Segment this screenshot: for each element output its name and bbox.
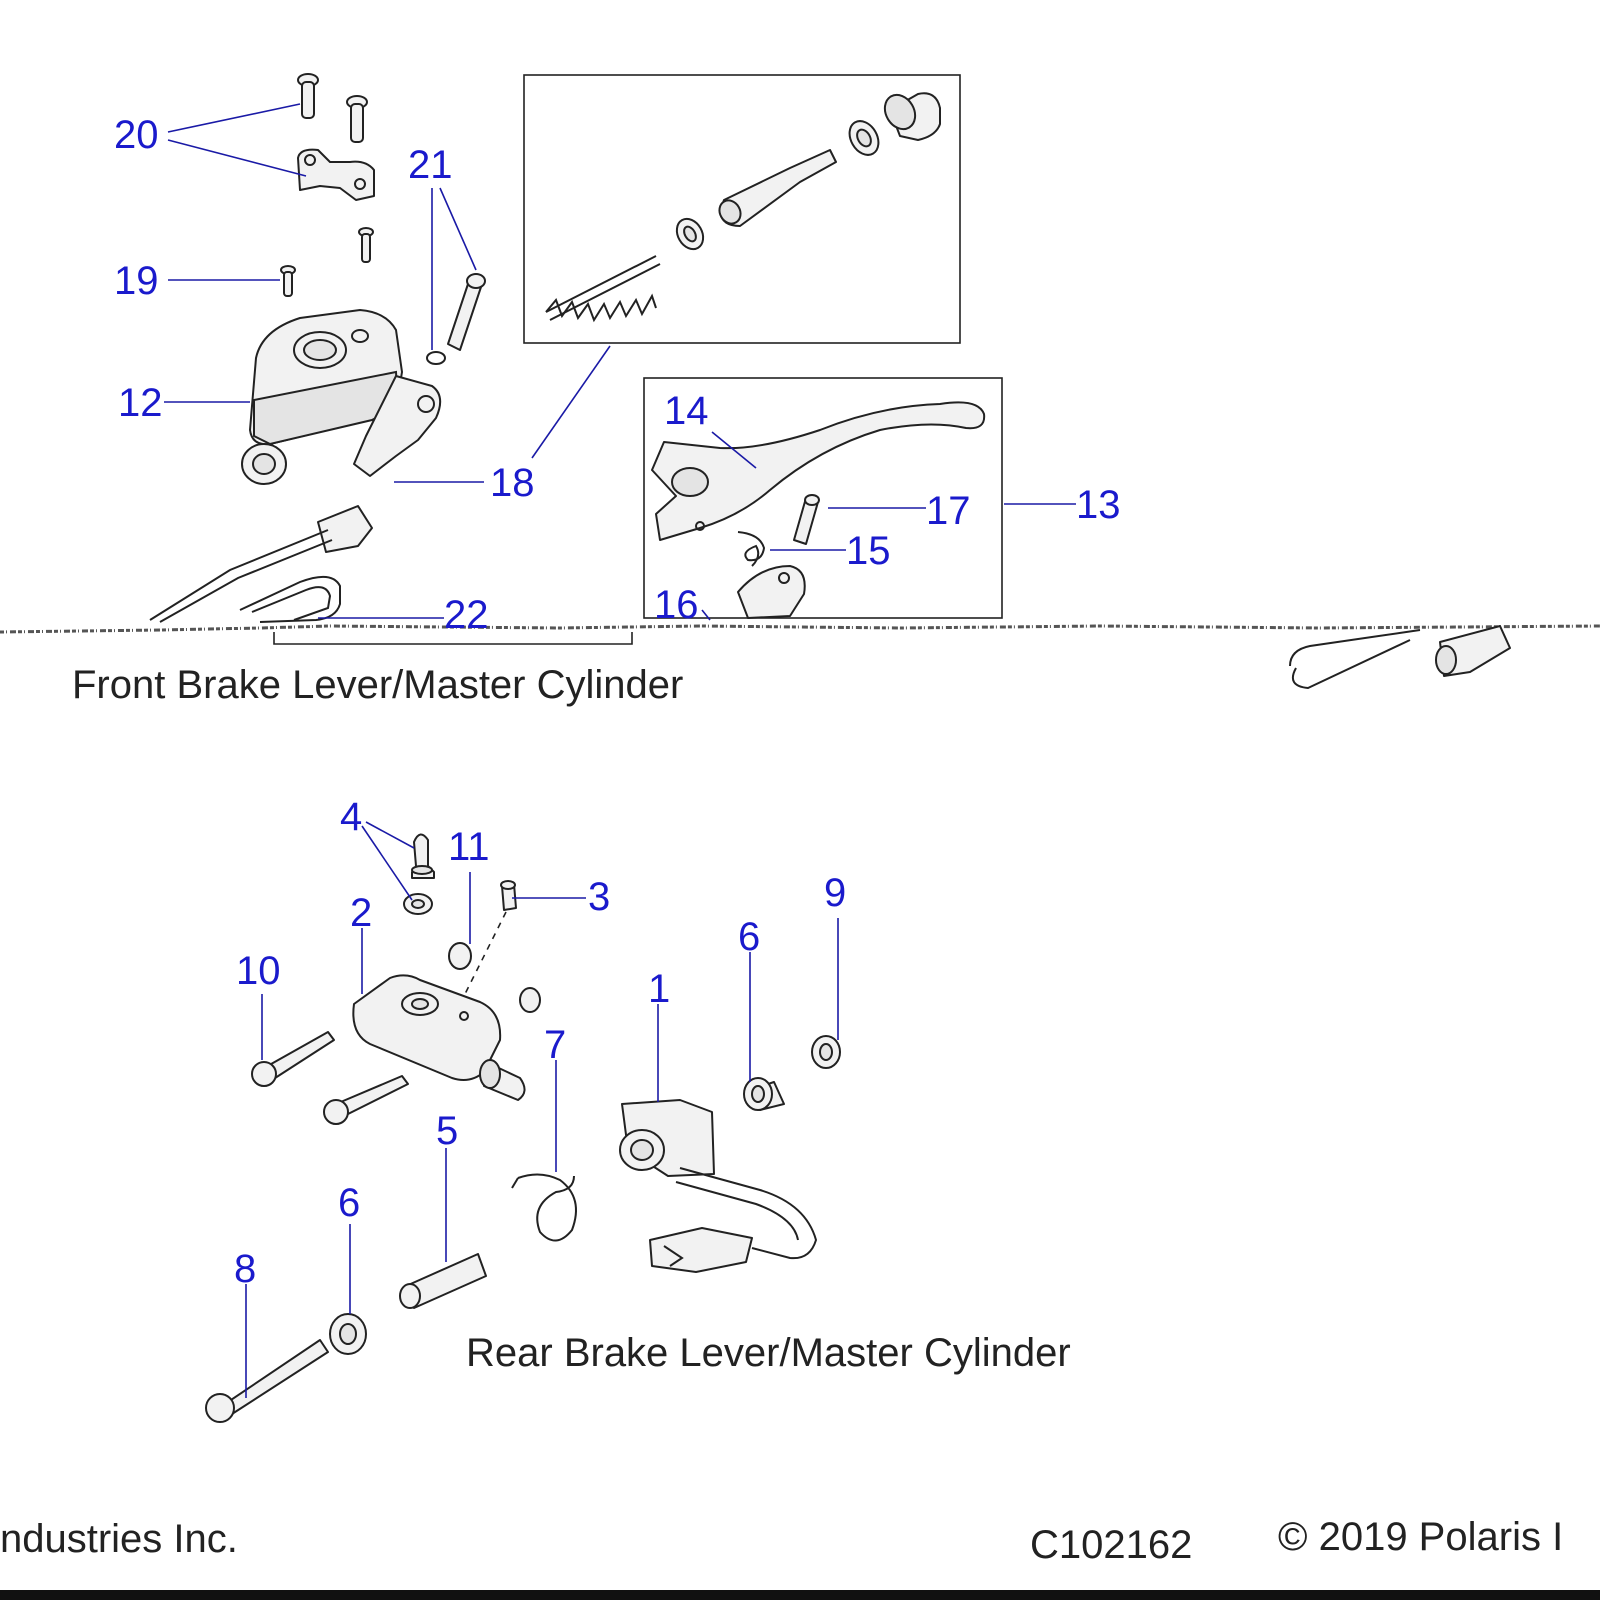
part-18-spring [545, 255, 661, 323]
callout-22: 22 [444, 593, 489, 637]
part-18-piston [718, 149, 837, 227]
callout-17: 17 [926, 489, 971, 533]
callout-5: 5 [436, 1109, 458, 1153]
part-8-bolt [205, 1339, 329, 1423]
callout-4: 4 [340, 795, 362, 839]
bottom-border-bar [0, 1590, 1600, 1600]
callout-2: 2 [350, 891, 372, 935]
drawing-number: C102162 [1030, 1523, 1192, 1567]
callout-15: 15 [846, 529, 891, 573]
part-15-spring [737, 531, 766, 567]
callout-numbers: 20 21 19 12 18 14 17 13 15 16 22 4 11 3 … [114, 113, 1121, 1291]
callout-3: 3 [588, 875, 610, 919]
part-20-screws [297, 73, 368, 143]
callout-20: 20 [114, 113, 159, 157]
part-4-bleeder [403, 833, 435, 915]
footer-company: ndustries Inc. [0, 1517, 238, 1561]
part-9-bushing [811, 1035, 841, 1069]
part-6-bushing-lower [329, 1313, 367, 1355]
part-6-bushing-upper [743, 1077, 785, 1111]
callout-16: 16 [654, 583, 699, 627]
callout-11: 11 [448, 825, 490, 869]
callout-21: 21 [408, 143, 453, 187]
callout-7: 7 [544, 1023, 566, 1067]
part-16-pivot [737, 565, 806, 619]
part-18-seal [675, 217, 705, 251]
part-19-screws [280, 227, 374, 297]
callout-10: 10 [236, 949, 281, 993]
part-12-master-cylinder [241, 309, 442, 485]
kit-18-box [523, 74, 961, 344]
callout-6-lower: 6 [338, 1181, 360, 1225]
callout-8: 8 [234, 1247, 256, 1291]
part-3-fitting [459, 880, 517, 1005]
front-leader-lines [164, 103, 1076, 621]
part-18-boot [848, 92, 941, 156]
part-5-sleeve [399, 1253, 487, 1309]
part-1-brake-pedal [619, 1099, 818, 1273]
bracket-22 [273, 632, 633, 645]
rear-leader-lines [245, 821, 839, 1398]
part-17-pin [793, 494, 820, 545]
part-11-cap [448, 942, 541, 1013]
rear-assembly-caption: Rear Brake Lever/Master Cylinder [466, 1331, 1071, 1375]
callout-6-upper: 6 [738, 915, 760, 959]
part-10-bolts [251, 1031, 409, 1125]
part-2-master-cylinder [352, 974, 526, 1101]
kit-13-box [643, 377, 1003, 619]
callout-19: 19 [114, 259, 159, 303]
part-20-clamp [297, 148, 375, 201]
crop-line [0, 624, 1600, 634]
part-21-pin [426, 273, 486, 365]
copyright-notice: © 2019 Polaris I [1278, 1515, 1563, 1559]
part-14-lever [651, 401, 986, 541]
callout-1: 1 [648, 967, 670, 1011]
callout-18: 18 [490, 461, 535, 505]
callout-13: 13 [1076, 483, 1121, 527]
part-7-spring [511, 1173, 577, 1242]
cropped-cable-part [1289, 625, 1511, 690]
callout-14: 14 [664, 389, 709, 433]
part-22-switch-wire [149, 505, 373, 623]
callout-9: 9 [824, 871, 846, 915]
callout-12: 12 [118, 381, 163, 425]
front-assembly-caption: Front Brake Lever/Master Cylinder [72, 663, 683, 707]
